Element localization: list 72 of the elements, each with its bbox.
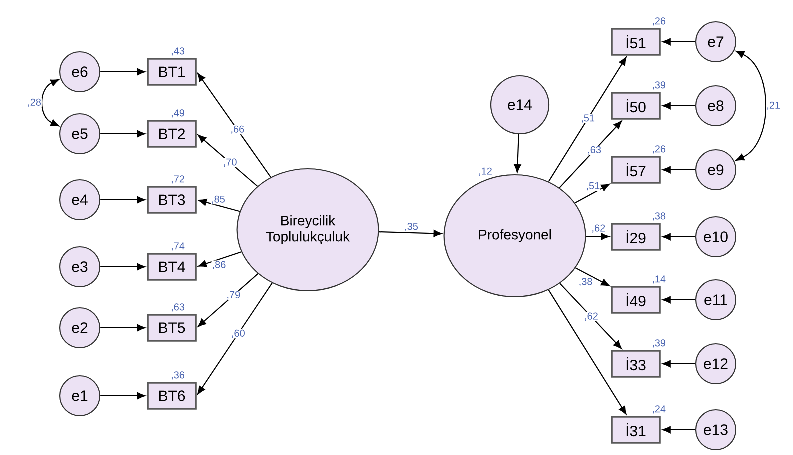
edge-label: ,62	[585, 312, 598, 322]
arrow	[100, 392, 146, 400]
arrow	[514, 134, 522, 173]
edge-label: ,86	[213, 261, 226, 270]
edge-label: ,51	[587, 182, 600, 191]
arrow	[662, 426, 696, 434]
value-label: ,72	[172, 176, 184, 184]
arrow	[198, 73, 272, 178]
covariance-arrow	[736, 51, 767, 161]
arrow	[574, 184, 610, 204]
value-label: ,49	[172, 110, 184, 118]
arrow	[198, 274, 259, 328]
indicator-box: BT1	[147, 58, 197, 86]
value-label: ,63	[172, 304, 185, 312]
arrow	[100, 263, 146, 271]
value-label: ,74	[172, 242, 185, 251]
value-label: ,38	[653, 212, 666, 221]
arrow	[662, 166, 696, 174]
edge-label: ,79	[228, 291, 240, 300]
edge-label: ,21	[768, 102, 780, 110]
arrow	[576, 268, 610, 286]
arrow	[100, 196, 146, 204]
arrow	[548, 290, 627, 415]
indicator-box: İ49	[611, 286, 661, 314]
indicator-box: BT5	[147, 314, 197, 342]
value-label: ,39	[653, 340, 666, 348]
arrow	[198, 134, 258, 187]
arrow	[662, 360, 696, 368]
indicator-box: BT3	[147, 186, 197, 214]
edge-label: ,38	[580, 278, 592, 286]
arrow	[198, 199, 240, 212]
value-label: ,26	[653, 146, 666, 154]
value-label: ,43	[172, 48, 185, 56]
arrow	[379, 230, 442, 238]
value-label: ,26	[653, 18, 666, 26]
indicator-box: BT4	[147, 253, 197, 281]
edge-label: ,66	[232, 126, 244, 134]
edge-label: ,51	[582, 114, 595, 123]
arrow	[662, 233, 696, 241]
arrow	[662, 102, 696, 110]
edge-label: ,28	[28, 98, 42, 108]
indicator-box: İ33	[611, 350, 661, 378]
value-label: ,14	[653, 276, 666, 284]
indicator-box: İ29	[611, 223, 661, 251]
value-label: ,36	[172, 372, 185, 380]
edge-label: ,85	[212, 196, 225, 204]
arrow	[100, 324, 146, 332]
arrow	[586, 233, 610, 240]
value-label: ,39	[653, 82, 666, 90]
edge-label: ,62	[592, 224, 606, 233]
arrow	[198, 282, 273, 395]
indicator-box: İ50	[611, 92, 661, 120]
arrow	[559, 120, 622, 188]
arrow	[548, 57, 627, 182]
arrow	[662, 296, 696, 304]
value-label: ,24	[653, 406, 666, 414]
arrow	[100, 68, 146, 76]
edge-label: ,63	[588, 146, 602, 155]
arrow	[662, 38, 696, 46]
covariance-arrow	[41, 79, 60, 127]
edge-label: ,35	[405, 223, 418, 232]
indicator-box: İ51	[611, 28, 661, 56]
indicator-box: BT2	[147, 120, 197, 148]
indicator-box: İ31	[611, 416, 661, 444]
arrow	[560, 283, 622, 350]
arrow	[198, 252, 242, 268]
edge-label: ,60	[232, 330, 245, 338]
value-label: ,12	[479, 168, 492, 176]
indicator-box: BT6	[147, 382, 197, 410]
edge-label: ,70	[224, 158, 237, 167]
arrow	[100, 130, 146, 138]
indicator-box: İ57	[611, 156, 661, 184]
